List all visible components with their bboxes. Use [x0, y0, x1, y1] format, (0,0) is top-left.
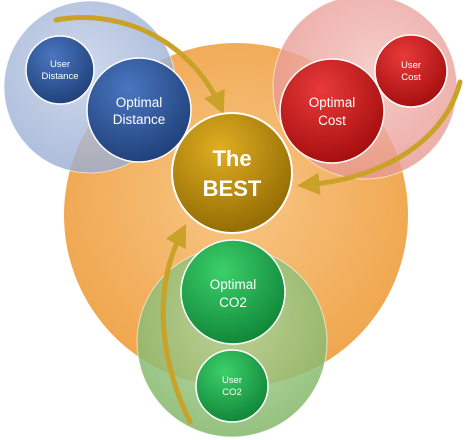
the-best-label-line1: The — [212, 146, 251, 171]
optimal-co2-node: Optimal CO2 — [180, 239, 286, 345]
user-cost-label-line1: User — [401, 60, 421, 71]
arrows — [53, 15, 463, 425]
the-best-label-line2: BEST — [203, 176, 262, 201]
optimal-cost-node: Optimal Cost — [279, 58, 385, 164]
distance-arrow — [53, 15, 225, 115]
optimal-cost-label-line1: Optimal — [309, 95, 356, 110]
cost-arrow — [297, 79, 463, 196]
user-cost-node: User Cost — [374, 34, 448, 108]
user-cost-label-line2: Cost — [401, 72, 421, 83]
user-distance-label-line2: Distance — [42, 71, 79, 82]
co2-arrow — [160, 224, 193, 425]
optimal-co2-label-line1: Optimal — [210, 277, 257, 292]
user-distance-node: User Distance — [25, 35, 95, 105]
optimal-cost-label-line2: Cost — [318, 113, 346, 128]
the-best-node: The BEST — [171, 112, 293, 234]
optimal-distance-label-line2: Distance — [113, 112, 166, 127]
user-co2-label-line1: User — [222, 375, 242, 386]
optimal-distance-node: Optimal Distance — [86, 57, 192, 163]
optimal-co2-label-line2: CO2 — [219, 295, 247, 310]
user-co2-node: User CO2 — [195, 349, 269, 423]
optimal-distance-label-line1: Optimal — [116, 95, 163, 110]
user-distance-label-line1: User — [50, 59, 70, 70]
user-co2-label-line2: CO2 — [222, 387, 242, 398]
